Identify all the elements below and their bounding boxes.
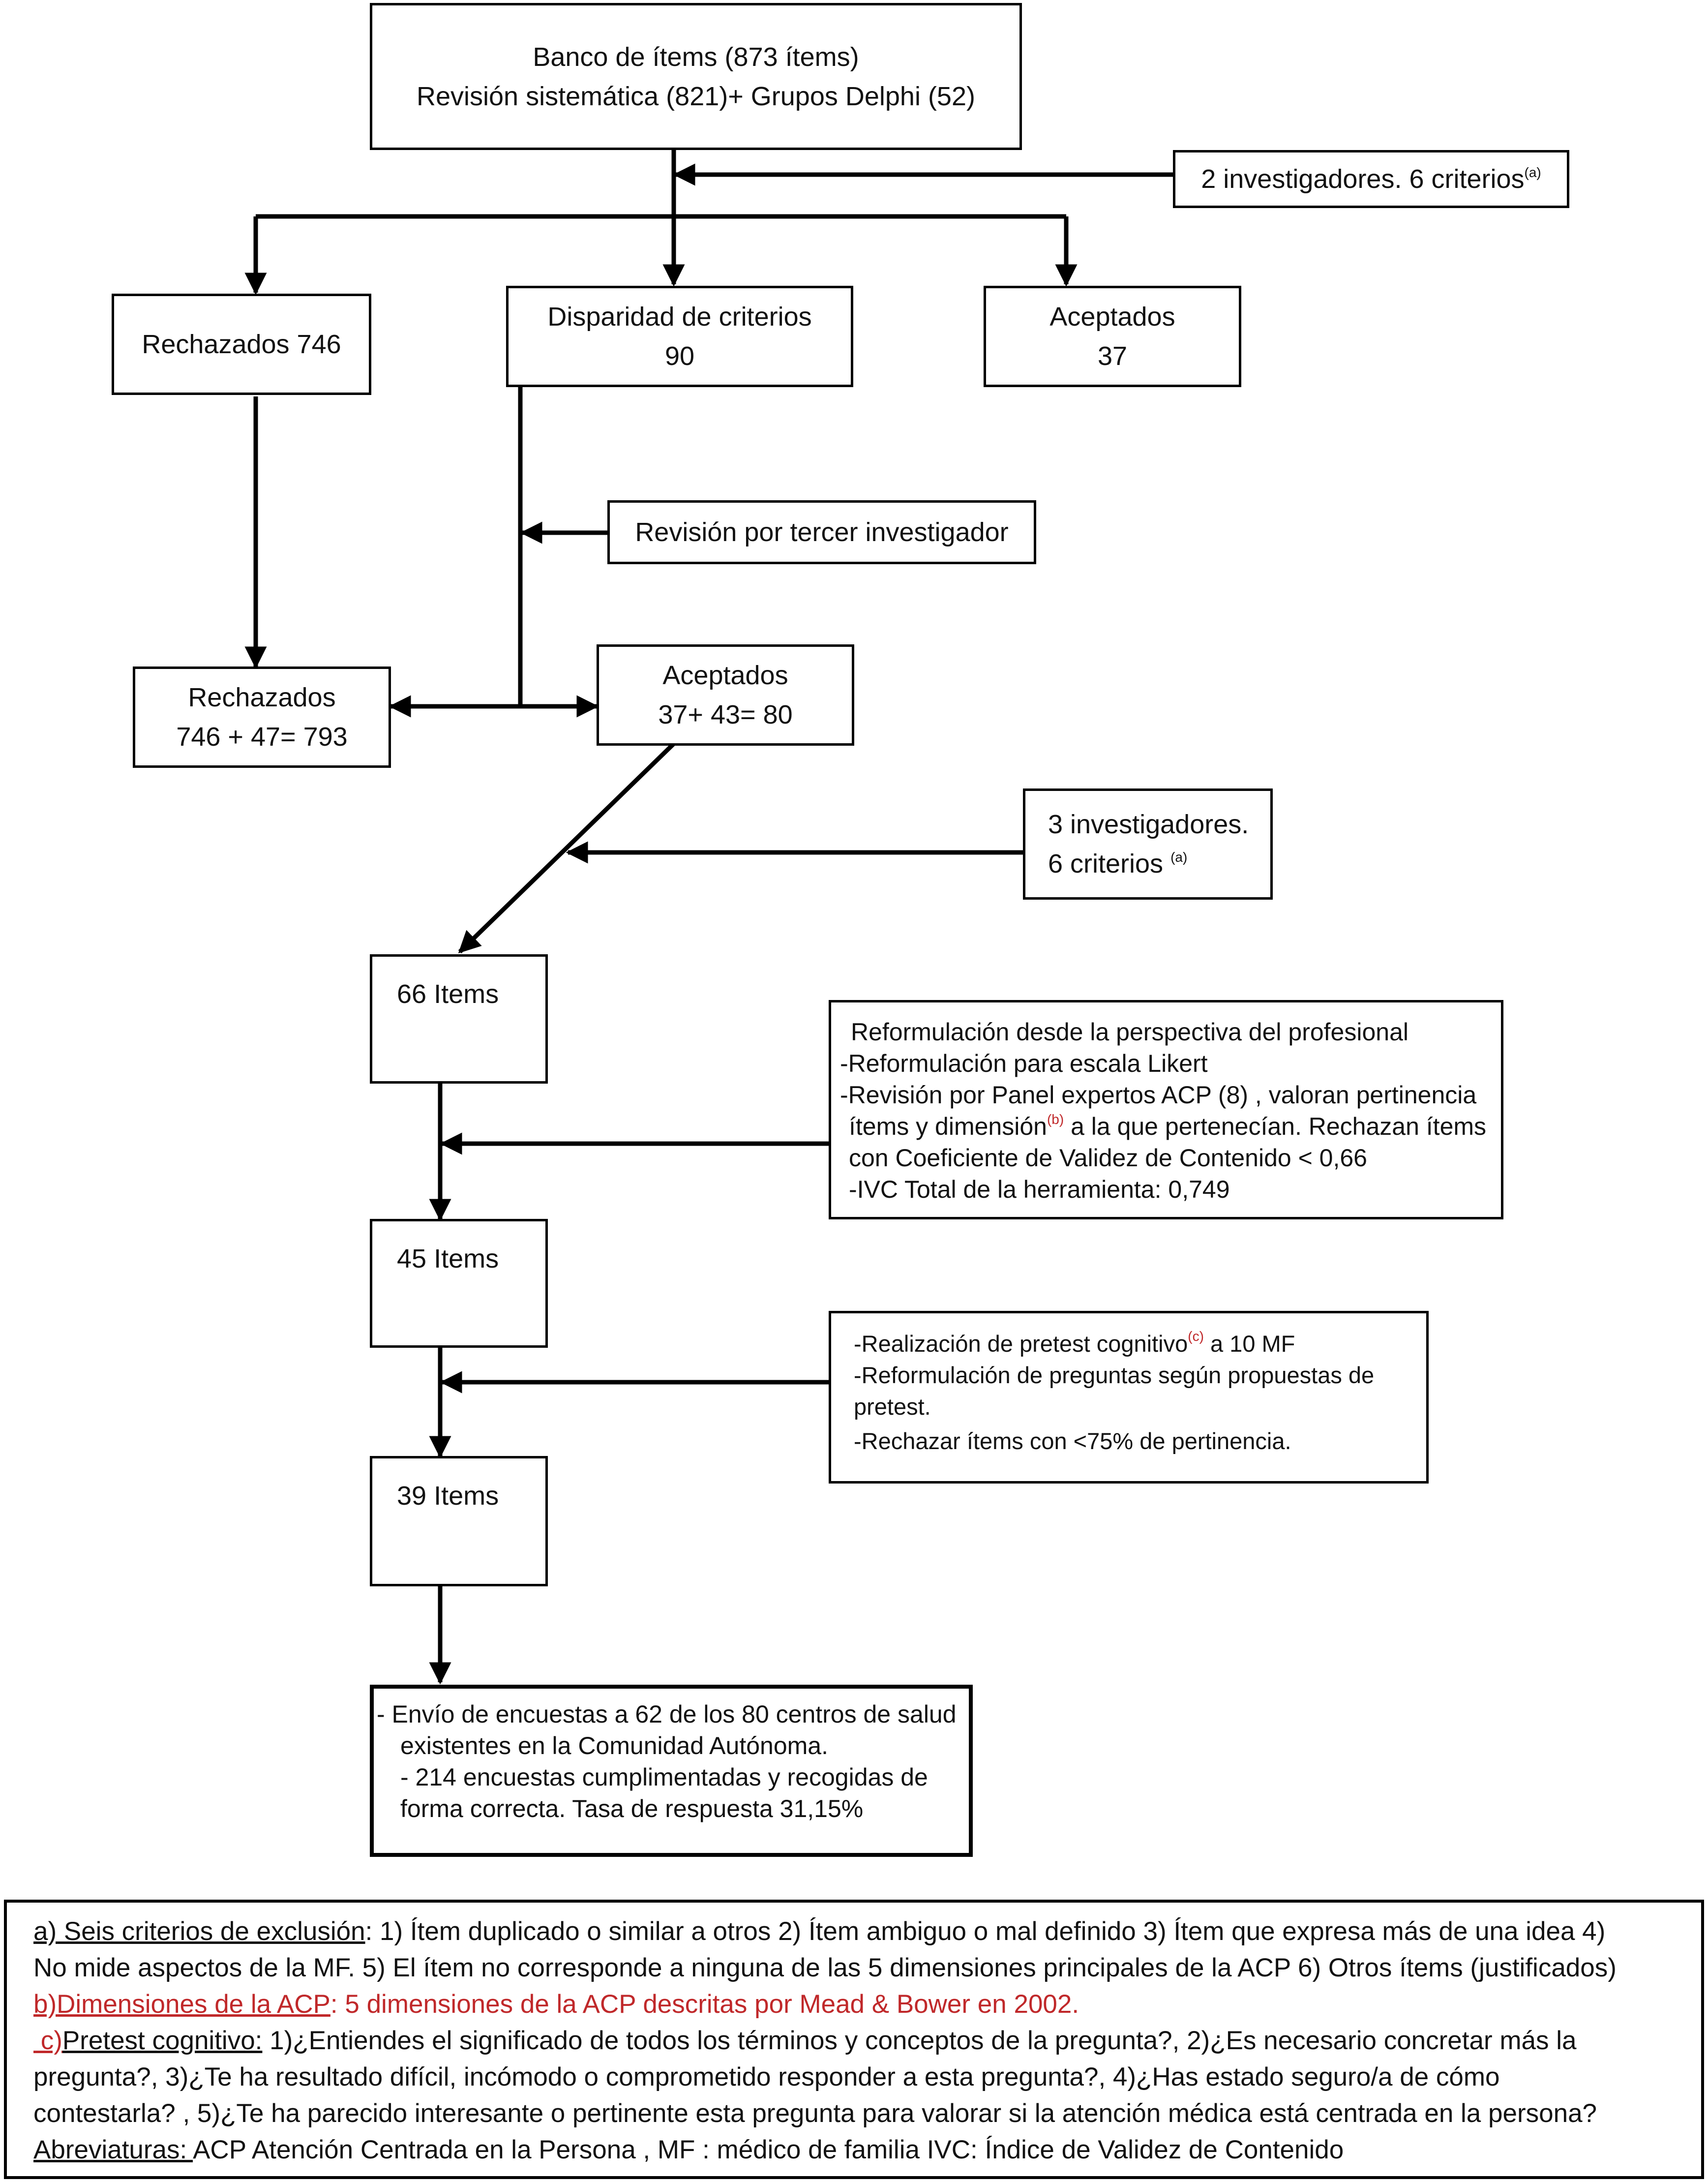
footnote-a-label: a) Seis criterios de exclusión xyxy=(33,1917,365,1946)
footnote-c-label: Pretest cognitivo: xyxy=(62,2026,263,2055)
survey-line3: - 214 encuestas cumplimentadas y recogid… xyxy=(400,1763,928,1791)
item-bank-line2: Revisión sistemática (821)+ Grupos Delph… xyxy=(417,81,975,111)
survey-line1: - Envío de encuestas a 62 de los 80 cent… xyxy=(377,1700,957,1728)
accepted-37-box: Aceptados 37 xyxy=(984,286,1241,387)
footnotes-box: a) Seis criterios de exclusión: 1) Ítem … xyxy=(4,1900,1704,2179)
reformulation-line6: -IVC Total de la herramienta: 0,749 xyxy=(849,1176,1230,1203)
pretest-line4: -Rechazar ítems con <75% de pertinencia. xyxy=(854,1428,1291,1454)
disparity-line2: 90 xyxy=(664,341,695,371)
item-bank-line1: Banco de ítems (873 ítems) xyxy=(533,42,859,72)
items-39-box: 39 Items xyxy=(370,1456,548,1586)
three-investigators-line2: 6 criterios xyxy=(1048,849,1171,879)
three-investigators-line2-row: 6 criterios (a) xyxy=(1048,844,1270,883)
item-bank-box: Banco de ítems (873 ítems) Revisión sist… xyxy=(370,3,1022,150)
rejected-793-line1: Rechazados xyxy=(188,683,336,712)
footnote-b-row: b)Dimensiones de la ACP: 5 dimensiones d… xyxy=(19,1986,1689,2023)
items-45-box: 45 Items xyxy=(370,1219,548,1348)
three-investigators-box: 3 investigadores. 6 criterios (a) xyxy=(1023,788,1273,900)
footnote-ref-a-2: (a) xyxy=(1170,849,1188,865)
footnote-a-text1: : 1) Ítem duplicado o similar a otros 2)… xyxy=(365,1917,1606,1946)
items-45-text: 45 Items xyxy=(397,1244,499,1273)
reformulation-line4a: ítems y dimensión xyxy=(849,1113,1047,1140)
items-39-text: 39 Items xyxy=(397,1481,499,1511)
reformulation-line4-row: ítems y dimensión(b) a la que pertenecía… xyxy=(840,1111,1501,1142)
disparity-box: Disparidad de criterios 90 xyxy=(506,286,853,387)
reformulation-line3: -Revisión por Panel expertos ACP (8) , v… xyxy=(840,1081,1477,1109)
reformulation-line5: con Coeficiente de Validez de Contenido … xyxy=(849,1144,1367,1172)
survey-line2: existentes en la Comunidad Autónoma. xyxy=(400,1732,828,1759)
third-reviewer-text: Revisión por tercer investigador xyxy=(635,517,1009,547)
pretest-box: -Realización de pretest cognitivo(c) a 1… xyxy=(829,1311,1429,1484)
footnote-b-label: b)Dimensiones de la ACP xyxy=(33,1990,330,2019)
rejected-793-line2: 746 + 47= 793 xyxy=(176,722,348,752)
footnote-ref-a: (a) xyxy=(1524,165,1541,180)
reformulation-box: Reformulación desde la perspectiva del p… xyxy=(829,1000,1503,1219)
two-investigators-text-row: 2 investigadores. 6 criterios(a) xyxy=(1201,159,1541,199)
reformulation-line2: -Reformulación para escala Likert xyxy=(840,1050,1208,1077)
third-reviewer-box: Revisión por tercer investigador xyxy=(607,500,1036,564)
disparity-line1: Disparidad de criterios xyxy=(547,302,812,332)
footnote-ref-c: (c) xyxy=(1188,1329,1204,1344)
abbreviations-label: Abreviaturas: xyxy=(33,2135,193,2164)
footnote-c-text3: contestarla? , 5)¿Te ha parecido interes… xyxy=(33,2099,1597,2128)
pretest-line2: -Reformulación de preguntas según propue… xyxy=(854,1362,1375,1388)
footnote-a-text2: No mide aspectos de la MF. 5) El ítem no… xyxy=(33,1953,1617,1982)
arrow-accepted-2-to-66-items xyxy=(458,742,676,954)
footnote-ref-b: (b) xyxy=(1047,1112,1064,1127)
pretest-line1a: -Realización de pretest cognitivo xyxy=(854,1331,1188,1357)
rejected-746-box: Rechazados 746 xyxy=(112,294,371,395)
rejected-793-box: Rechazados 746 + 47= 793 xyxy=(133,667,391,768)
abbreviations-row: Abreviaturas: ACP Atención Centrada en l… xyxy=(19,2132,1689,2168)
rejected-746-text: Rechazados 746 xyxy=(142,330,341,359)
accepted-80-line2: 37+ 43= 80 xyxy=(658,700,793,729)
reformulation-line1: Reformulación desde la perspectiva del p… xyxy=(851,1018,1408,1046)
footnote-a-row1: a) Seis criterios de exclusión: 1) Ítem … xyxy=(19,1913,1689,1950)
abbreviations-text: ACP Atención Centrada en la Persona , MF… xyxy=(193,2135,1344,2164)
footnote-b-text: : 5 dimensiones de la ACP descritas por … xyxy=(330,1990,1079,2019)
items-66-text: 66 Items xyxy=(397,979,499,1009)
footnote-c-text1: 1)¿Entiendes el significado de todos los… xyxy=(262,2026,1577,2055)
accepted-37-line2: 37 xyxy=(1097,341,1128,371)
items-66-box: 66 Items xyxy=(370,954,548,1084)
accepted-80-line1: Aceptados xyxy=(662,661,788,690)
reformulation-line4b: a la que pertenecían. Rechazan ítems xyxy=(1064,1113,1487,1140)
pretest-line3: pretest. xyxy=(854,1394,931,1420)
two-investigators-box: 2 investigadores. 6 criterios(a) xyxy=(1173,150,1569,208)
footnote-c-prefix: c) xyxy=(33,2026,62,2055)
footnote-c-text2: pregunta?, 3)¿Te ha resultado difícil, i… xyxy=(33,2062,1500,2091)
survey-line4: forma correcta. Tasa de respuesta 31,15% xyxy=(400,1795,864,1822)
accepted-80-box: Aceptados 37+ 43= 80 xyxy=(597,644,854,746)
survey-box: - Envío de encuestas a 62 de los 80 cent… xyxy=(370,1685,973,1857)
pretest-line1b: a 10 MF xyxy=(1203,1331,1295,1357)
two-investigators-text: 2 investigadores. 6 criterios xyxy=(1201,164,1525,194)
footnote-c-row1: c)Pretest cognitivo: 1)¿Entiendes el sig… xyxy=(19,2023,1689,2059)
three-investigators-line1: 3 investigadores. xyxy=(1048,810,1249,839)
pretest-line1-row: -Realización de pretest cognitivo(c) a 1… xyxy=(854,1328,1426,1360)
accepted-37-line1: Aceptados xyxy=(1049,302,1175,332)
